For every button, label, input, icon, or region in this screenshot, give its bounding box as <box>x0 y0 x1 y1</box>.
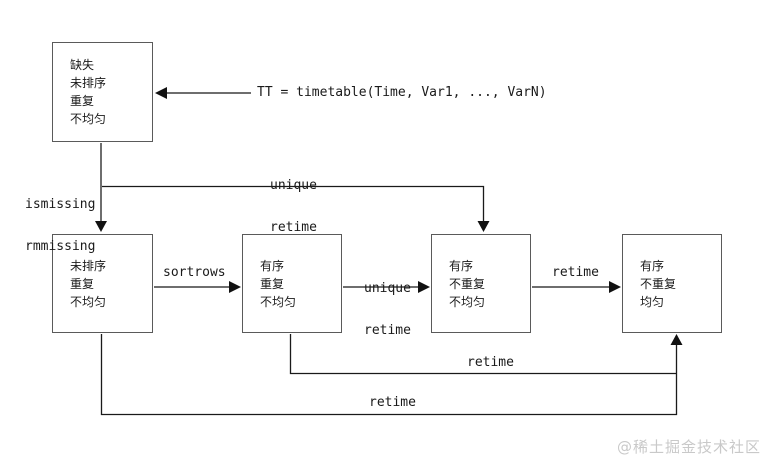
edge-label-sortrows: sortrows <box>163 265 226 280</box>
box-line: 不均匀 <box>260 294 297 309</box>
box-line: 不均匀 <box>70 112 107 126</box>
edge-label-retime-lower-feedback: retime <box>369 395 416 410</box>
arrowhead-into-sorted-unique-top <box>477 221 490 232</box>
line-feedback-upper <box>289 334 677 375</box>
edge-label-retime-upper-feedback: retime <box>467 355 514 370</box>
arrowhead-retime-cd <box>609 281 621 293</box>
edge-label-line: retime <box>270 220 317 235</box>
box-line: 重复 <box>70 94 95 108</box>
box-sorted-unique-nonuniform: 有序 不重复 不均匀 <box>431 234 531 333</box>
box-initial-timetable: 缺失 未排序 重复 不均匀 <box>52 42 153 142</box>
edge-label-line: rmmissing <box>25 239 96 254</box>
box-line: 重复 <box>260 276 285 291</box>
box-line: 不均匀 <box>70 294 107 309</box>
box-sorted-duplicate-nonuniform: 有序 重复 不均匀 <box>242 234 342 333</box>
arrowhead-feedback-up <box>670 334 683 345</box>
site-watermark: @稀土掘金技术社区 <box>617 438 762 456</box>
edge-label-unique-retime-top: unique retime <box>270 151 317 263</box>
edge-label-line: unique <box>270 178 317 193</box>
edge-label-missing-ops: ismissing rmmissing <box>25 170 95 282</box>
box-unsorted-duplicate-nonuniform: 未排序 重复 不均匀 <box>52 234 153 333</box>
line-branch-unique-retime-top <box>102 185 485 223</box>
code-annotation: TT = timetable(Time, Var1, ..., VarN) <box>257 85 547 100</box>
box-line: 有序 <box>260 258 285 273</box>
arrowhead-into-initial <box>155 87 167 99</box>
edge-label-unique-retime-mid: unique retime <box>364 254 411 366</box>
box-line: 未排序 <box>70 76 107 90</box>
line-feedback-lower <box>100 334 678 416</box>
box-sorted-unique-uniform: 有序 不重复 均匀 <box>622 234 722 333</box>
box-line: 未排序 <box>70 258 107 273</box>
edge-label-line: retime <box>364 323 411 338</box>
box-line: 不重复 <box>640 276 677 291</box>
box-line: 重复 <box>70 276 95 291</box>
box-line: 不重复 <box>449 276 486 291</box>
box-line: 均匀 <box>640 294 665 309</box>
box-line: 不均匀 <box>449 294 486 309</box>
arrowhead-unique-retime-mid <box>418 281 430 293</box>
edge-label-retime-cd: retime <box>552 265 599 280</box>
box-line: 缺失 <box>70 58 95 72</box>
arrowhead-sortrows <box>229 281 241 293</box>
box-line: 有序 <box>449 258 474 273</box>
box-line: 有序 <box>640 258 665 273</box>
arrowhead-into-unsorted <box>95 221 107 232</box>
edge-label-line: ismissing <box>25 197 96 212</box>
edge-label-line: unique <box>364 281 411 296</box>
